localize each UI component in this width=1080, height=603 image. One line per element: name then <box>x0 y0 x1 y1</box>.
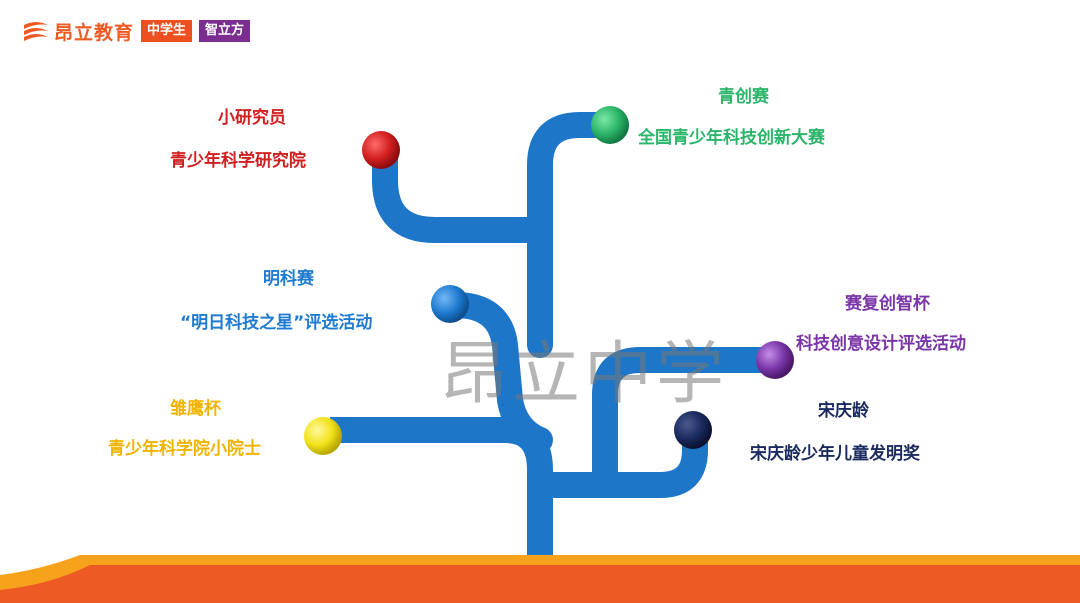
brand-mark-icon <box>24 22 48 41</box>
label-songqingling: 宋庆龄 <box>818 401 869 421</box>
label-songqingling-full: 宋庆龄少年儿童发明奖 <box>750 444 920 464</box>
branch-green <box>527 112 618 358</box>
tag-zhilifang: 智立方 <box>199 20 251 42</box>
trunk-main <box>330 417 553 575</box>
label-mingkesai: 明科赛 <box>263 269 314 289</box>
watermark: 昂立中学 <box>440 335 729 414</box>
label-qingchuangsai: 青创赛 <box>718 87 769 107</box>
node-purple <box>756 341 794 379</box>
node-red <box>362 131 400 169</box>
branch-navy <box>527 417 708 498</box>
branch-purple <box>592 347 783 498</box>
node-blue <box>431 285 469 323</box>
label-saifuchuangzhibei-full: 科技创意设计评选活动 <box>796 334 966 354</box>
tag-middle-school: 中学生 <box>141 20 193 42</box>
label-mingkesai-full: “明日科技之星”评选活动 <box>180 313 373 333</box>
brand-name: 昂立教育 <box>54 21 135 44</box>
label-chuyingbei-full: 青少年科学院小院士 <box>108 439 261 459</box>
node-yellow <box>304 417 342 455</box>
node-green <box>591 106 629 144</box>
branch-blue <box>442 292 553 453</box>
brand-logo: 昂立教育 中学生 智立方 <box>22 16 251 46</box>
bottom-banner-orange <box>0 565 1080 603</box>
label-xiaoyanjiuyuan: 小研究员 <box>218 108 286 128</box>
branch-red <box>372 137 553 243</box>
node-navy <box>674 411 712 449</box>
label-xiaoyanjiuyuan-full: 青少年科学研究院 <box>170 151 306 171</box>
label-chuyingbei: 雏鹰杯 <box>170 399 221 419</box>
label-qingchuangsai-full: 全国青少年科技创新大赛 <box>638 128 825 148</box>
label-saifuchuangzhibei: 赛复创智杯 <box>845 294 930 314</box>
